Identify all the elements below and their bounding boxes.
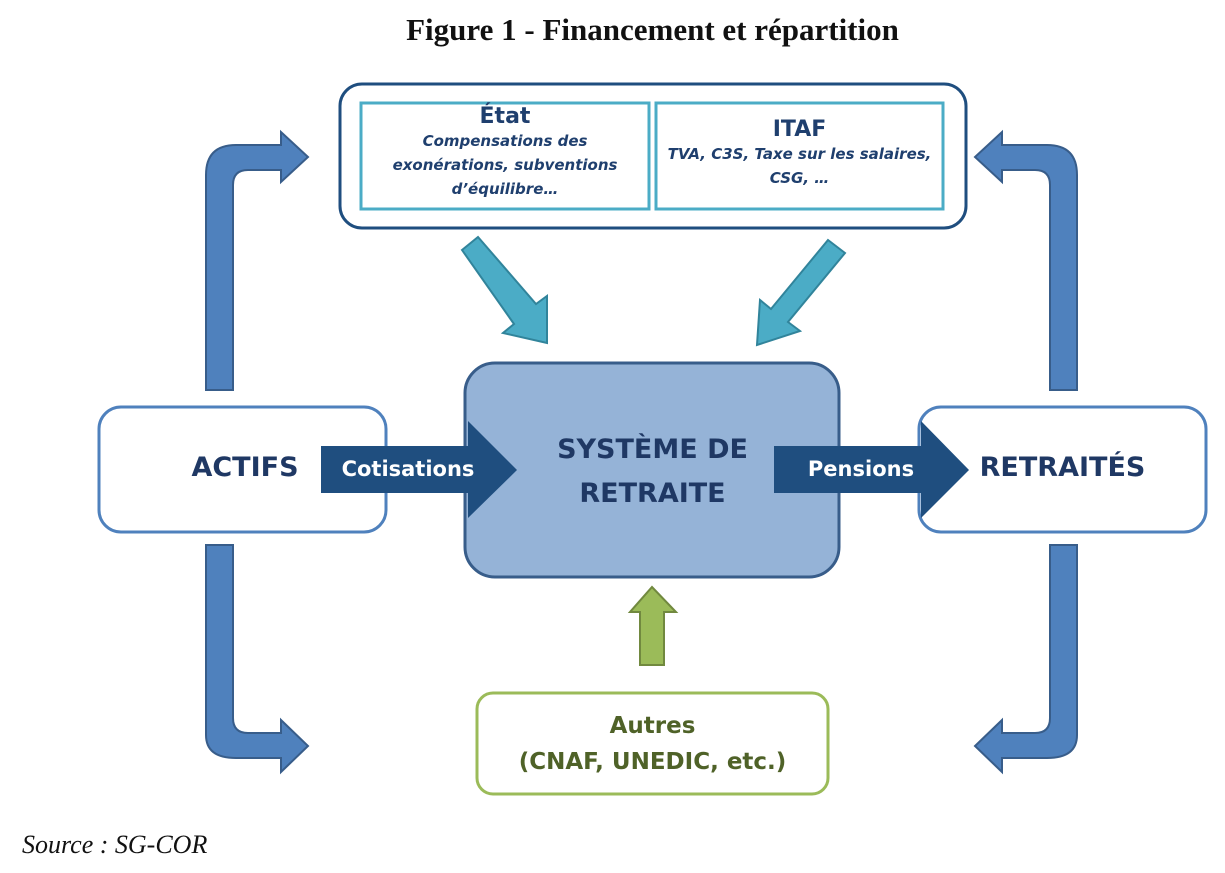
etat-description-line: d’équilibre… bbox=[451, 180, 559, 198]
cotisations-label: Cotisations bbox=[341, 457, 475, 481]
etat-description-line: exonérations, subventions bbox=[392, 156, 618, 174]
autres-label-line: Autres bbox=[609, 713, 696, 739]
autres-box bbox=[475, 691, 830, 796]
retraites-to-financers-arrow bbox=[973, 129, 1078, 391]
etat-label: État Compensations des exonérations, sub… bbox=[361, 104, 649, 201]
itaf-box bbox=[654, 101, 945, 211]
retraites-label: RETRAITÉS bbox=[979, 452, 1146, 483]
etat-to-system-arrow bbox=[460, 235, 548, 345]
autres-label-line: (CNAF, UNEDIC, etc.) bbox=[518, 749, 787, 775]
itaf-description: TVA, C3S, Taxe sur les salaires, CSG, … bbox=[656, 142, 943, 190]
autres-label: Autres (CNAF, UNEDIC, etc.) bbox=[477, 708, 828, 780]
pensions-label: Pensions bbox=[807, 457, 915, 481]
etat-description: Compensations des exonérations, subventi… bbox=[361, 129, 649, 201]
itaf-label: ITAF TVA, C3S, Taxe sur les salaires, CS… bbox=[656, 117, 943, 190]
retraites-to-bottom-arrow bbox=[973, 544, 1078, 775]
actifs-to-bottom-arrow bbox=[205, 544, 310, 775]
autres-to-system-arrow bbox=[627, 585, 679, 666]
pensions-arrow bbox=[774, 421, 969, 518]
actifs-label: ACTIFS bbox=[191, 452, 299, 483]
actifs-to-financers-arrow bbox=[205, 129, 310, 391]
itaf-title: ITAF bbox=[772, 117, 827, 142]
figure-title: Figure 1 - Financement et répartition bbox=[406, 12, 899, 47]
systeme-label-line: RETRAITE bbox=[579, 478, 726, 509]
systeme-label-line: SYSTÈME DE bbox=[557, 434, 748, 465]
itaf-description-line: CSG, … bbox=[769, 169, 830, 187]
itaf-to-system-arrow bbox=[755, 238, 847, 347]
etat-title: État bbox=[479, 104, 531, 129]
etat-box bbox=[359, 101, 651, 211]
source-note: Source : SG-COR bbox=[22, 830, 208, 859]
etat-description-line: Compensations des bbox=[422, 132, 588, 150]
systeme-label: SYSTÈME DE RETRAITE bbox=[520, 428, 785, 516]
itaf-description-line: TVA, C3S, Taxe sur les salaires, bbox=[667, 145, 932, 163]
cotisations-arrow bbox=[321, 421, 517, 518]
